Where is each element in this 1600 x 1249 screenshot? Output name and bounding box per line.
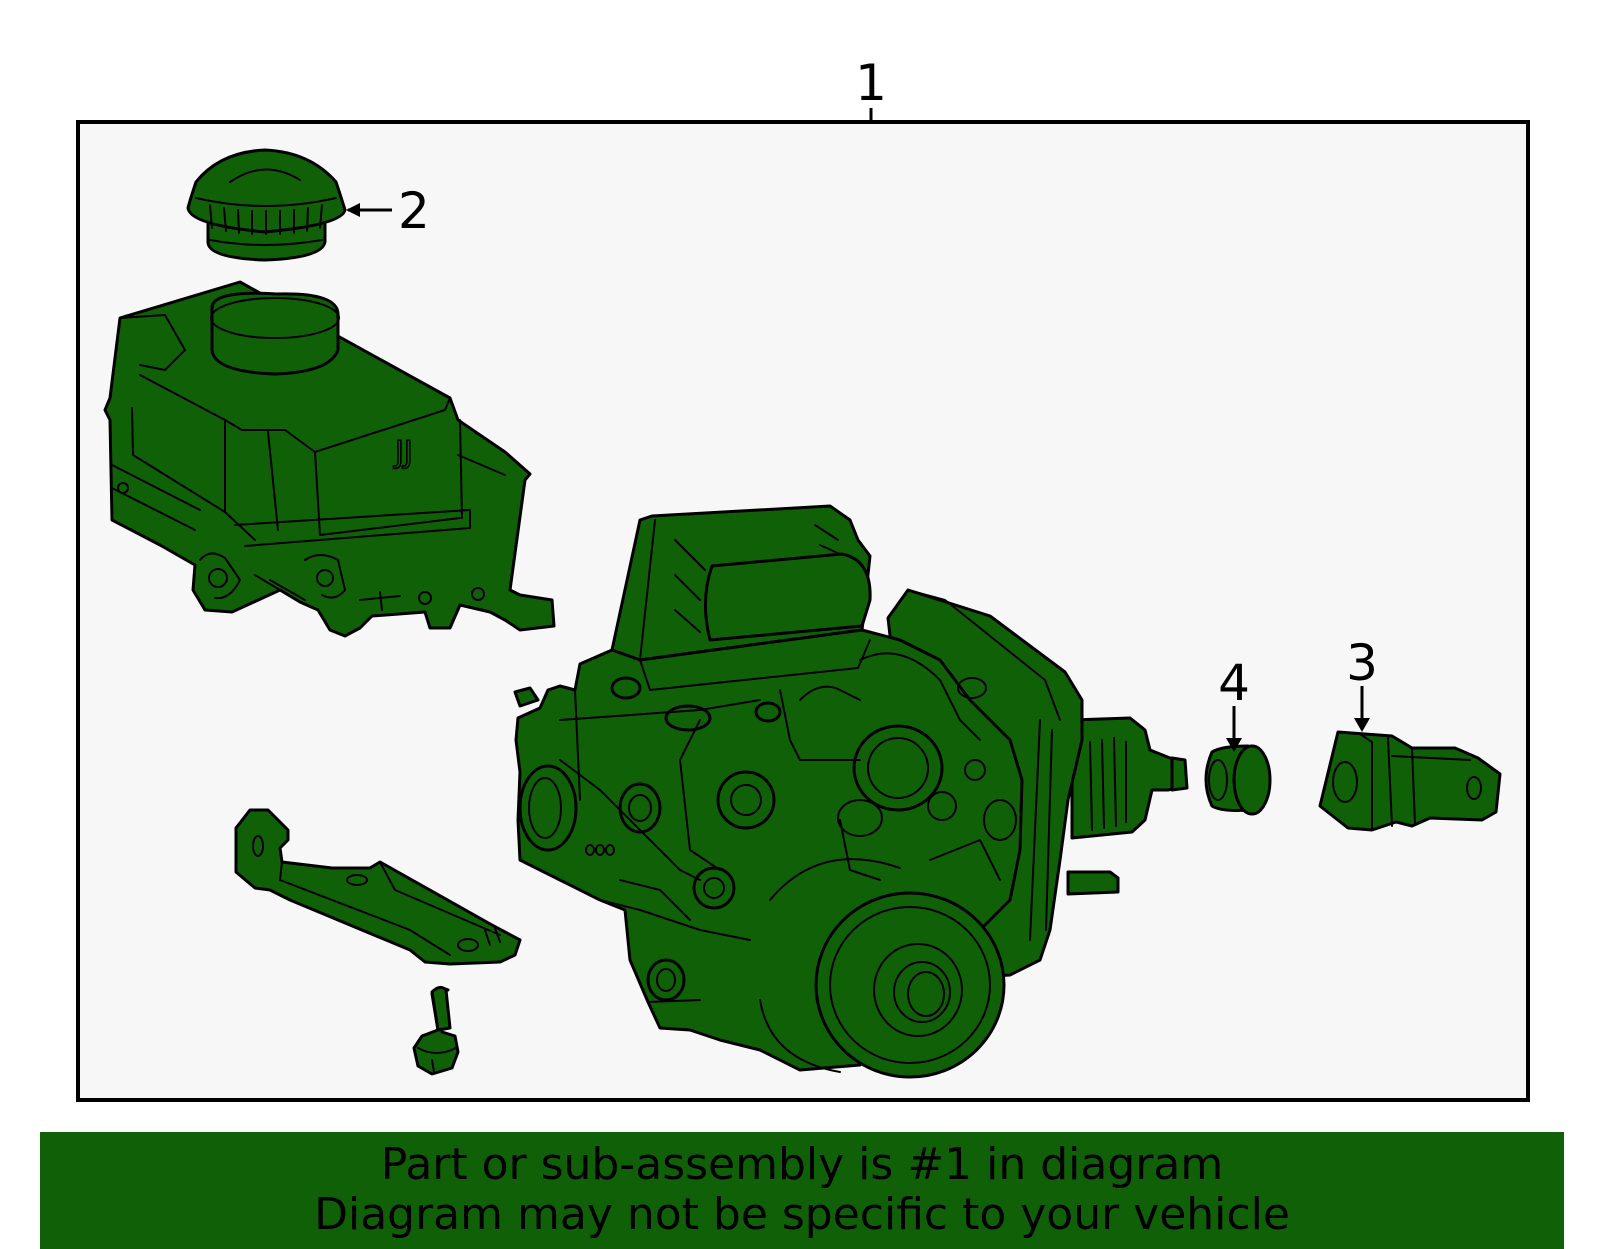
booster-seal — [1204, 744, 1272, 816]
banner-line-1: Part or sub-assembly is #1 in diagram — [380, 1139, 1224, 1190]
callout-2-arrowhead — [346, 203, 360, 217]
callout-4-arrowhead — [1226, 738, 1242, 752]
mounting-bolt — [412, 985, 460, 1076]
disclaimer-banner: Part or sub-assembly is #1 in diagram Di… — [40, 1132, 1564, 1249]
mounting-bracket — [234, 808, 522, 966]
reservoir-marking: JJ — [393, 435, 413, 470]
callout-4: 4 — [1218, 654, 1250, 712]
brake-booster-assembly — [513, 504, 1189, 1079]
callout-1: 1 — [855, 54, 887, 112]
callout-2: 2 — [398, 182, 430, 240]
callout-3-arrowhead — [1354, 718, 1370, 732]
banner-line-2: Diagram may not be specific to your vehi… — [314, 1189, 1290, 1240]
callout-3: 3 — [1346, 634, 1378, 692]
clevis-adapter — [1318, 730, 1502, 832]
reservoir-cap — [186, 148, 347, 262]
brake-fluid-reservoir: JJ — [103, 280, 556, 638]
